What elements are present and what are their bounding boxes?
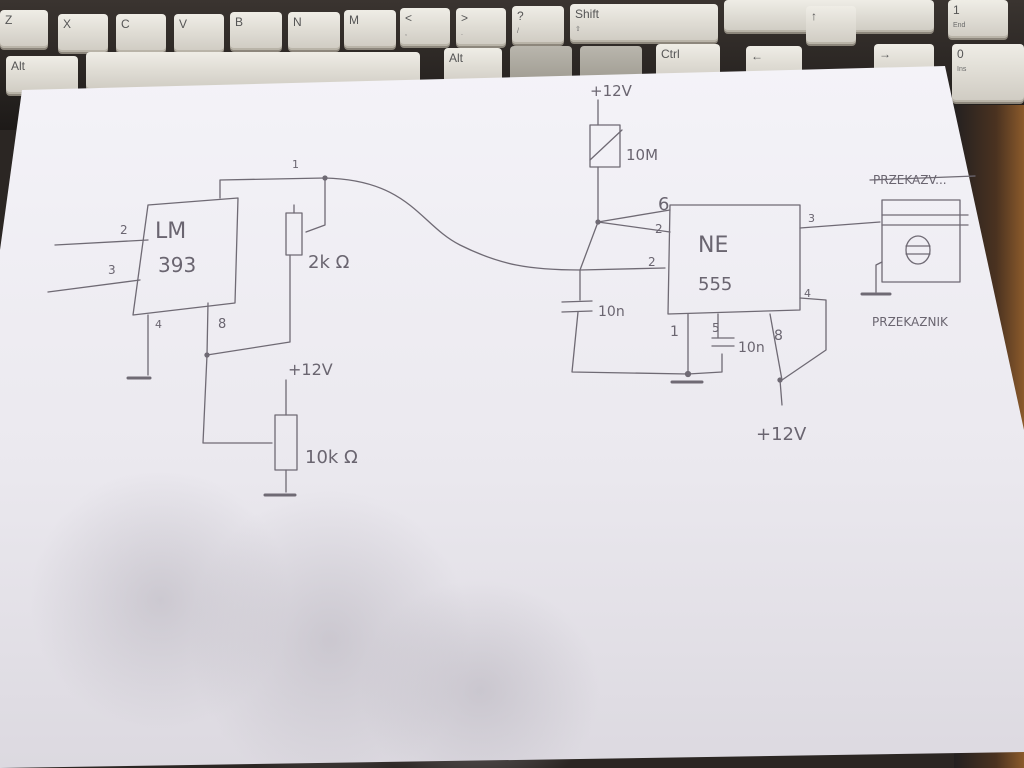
key-m[interactable]: M — [344, 10, 396, 48]
key-alt-left[interactable]: Alt — [6, 56, 78, 94]
ne555-pin-3: 3 — [808, 212, 815, 225]
cap-label: 10n — [598, 304, 625, 320]
key-z[interactable]: Z — [0, 10, 48, 48]
ne555-pin-6: 6 — [658, 194, 669, 215]
hand-shadow — [360, 580, 600, 768]
key-slash[interactable]: ?/ — [512, 6, 564, 44]
lm393-label-top: LM — [155, 219, 186, 244]
ne555-pin-4: 4 — [804, 287, 811, 300]
cap-label: 10n — [738, 340, 765, 356]
ne555-box — [667, 204, 801, 315]
supply-label: +12V — [590, 82, 633, 100]
pot-10k-label: 10k Ω — [305, 447, 358, 468]
ne555-label-bottom: 555 — [698, 274, 732, 295]
key-x[interactable]: X — [58, 14, 108, 52]
ne555-pin-2: 2 — [655, 222, 663, 236]
key-period[interactable]: >. — [456, 8, 506, 46]
schematic-labels: LM 393 1 2 3 4 8 2k Ω +12V 10k Ω +12V 10… — [108, 82, 949, 468]
res-10m — [589, 124, 621, 168]
schematic-lines — [47, 99, 976, 497]
relay-box — [881, 199, 961, 283]
key-b[interactable]: B — [230, 12, 282, 50]
res-10m-label: 10M — [626, 146, 658, 164]
supply-label: +12V — [756, 424, 807, 445]
relay-label-struck: PRZEKAZV... — [873, 173, 947, 187]
relay-label: PRZEKAZNIK — [872, 315, 949, 329]
relay-coil — [905, 235, 931, 265]
key-shift[interactable]: Shift⇧ — [570, 4, 718, 42]
ne555-pin-1: 1 — [670, 324, 679, 340]
lm393-box — [132, 197, 239, 316]
key-comma[interactable]: <, — [400, 8, 450, 46]
lm393-pin-8: 8 — [218, 317, 226, 332]
ne555-pin-8: 8 — [774, 328, 783, 344]
ne555-pin-5: 5 — [712, 321, 720, 335]
ne555-label-top: NE — [698, 233, 728, 258]
lm393-pin-4: 4 — [155, 318, 162, 331]
key-n[interactable]: N — [288, 12, 340, 50]
key-arrow-up[interactable]: ↑ — [806, 6, 856, 44]
supply-label: +12V — [288, 360, 333, 379]
ne555-pin-2: 2 — [648, 255, 656, 269]
pot-2k-label: 2k Ω — [308, 252, 350, 273]
lm393-pin-1: 1 — [292, 158, 299, 171]
lm393-label-bottom: 393 — [158, 253, 196, 277]
lm393-pin-3: 3 — [108, 263, 116, 277]
key-v[interactable]: V — [174, 14, 224, 52]
key-c[interactable]: C — [116, 14, 166, 52]
lm393-pin-2: 2 — [120, 223, 128, 237]
